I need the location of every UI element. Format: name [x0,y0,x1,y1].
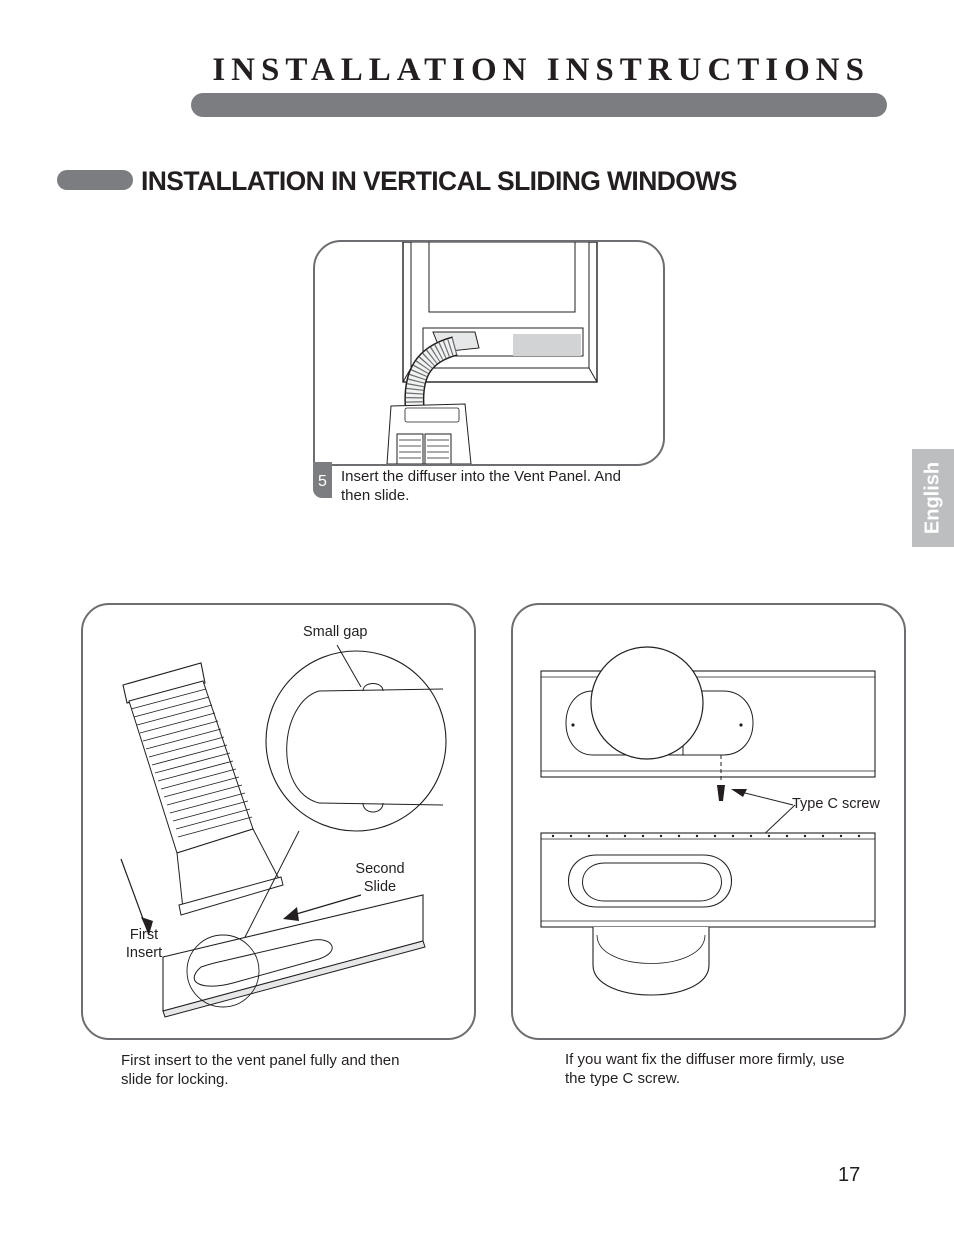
small-gap-label: Small gap [303,624,368,640]
header-divider-bar [191,93,887,117]
left-figure-caption: First insert to the vent panel fully and… [121,1051,400,1089]
step-number-badge: 5 [313,462,332,498]
first-insert-label-line1: First [129,927,159,943]
right-caption-line2: the type C screw. [565,1070,681,1087]
step5-caption-line2: then slide. [341,487,410,504]
page-number: 17 [838,1164,861,1186]
first-insert-label: First Insert [121,926,167,962]
right-figure-caption: If you want fix the diffuser more firmly… [565,1050,845,1088]
type-c-screw-label: Type C screw [792,796,880,812]
window-ac-illustration [386,242,598,464]
second-slide-label: Second Slide [353,860,407,896]
second-slide-label-line2: Slide [363,879,397,895]
step5-caption-line1: Insert the diffuser into the Vent Panel.… [341,468,621,485]
vent-insert-diagram [120,644,447,1018]
language-tab: English [912,449,954,547]
screw-fix-diagram [540,646,876,996]
second-slide-label-line1: Second [355,861,405,877]
first-insert-label-line2: Insert [125,945,163,961]
insert-slide-illustration-panel [81,603,476,1040]
right-caption-line1: If you want fix the diffuser more firmly… [565,1051,845,1068]
page-header-title: INSTALLATION INSTRUCTIONS [212,52,870,88]
language-tab-label: English [921,461,944,535]
left-caption-line2: slide for locking. [121,1071,229,1088]
step5-illustration-panel [313,240,665,466]
step5-caption: Insert the diffuser into the Vent Panel.… [341,467,621,505]
section-title: INSTALLATION IN VERTICAL SLIDING WINDOWS [141,166,737,196]
left-caption-line1: First insert to the vent panel fully and… [121,1052,400,1069]
screw-illustration-panel [511,603,906,1040]
section-marker-pill [57,170,133,190]
